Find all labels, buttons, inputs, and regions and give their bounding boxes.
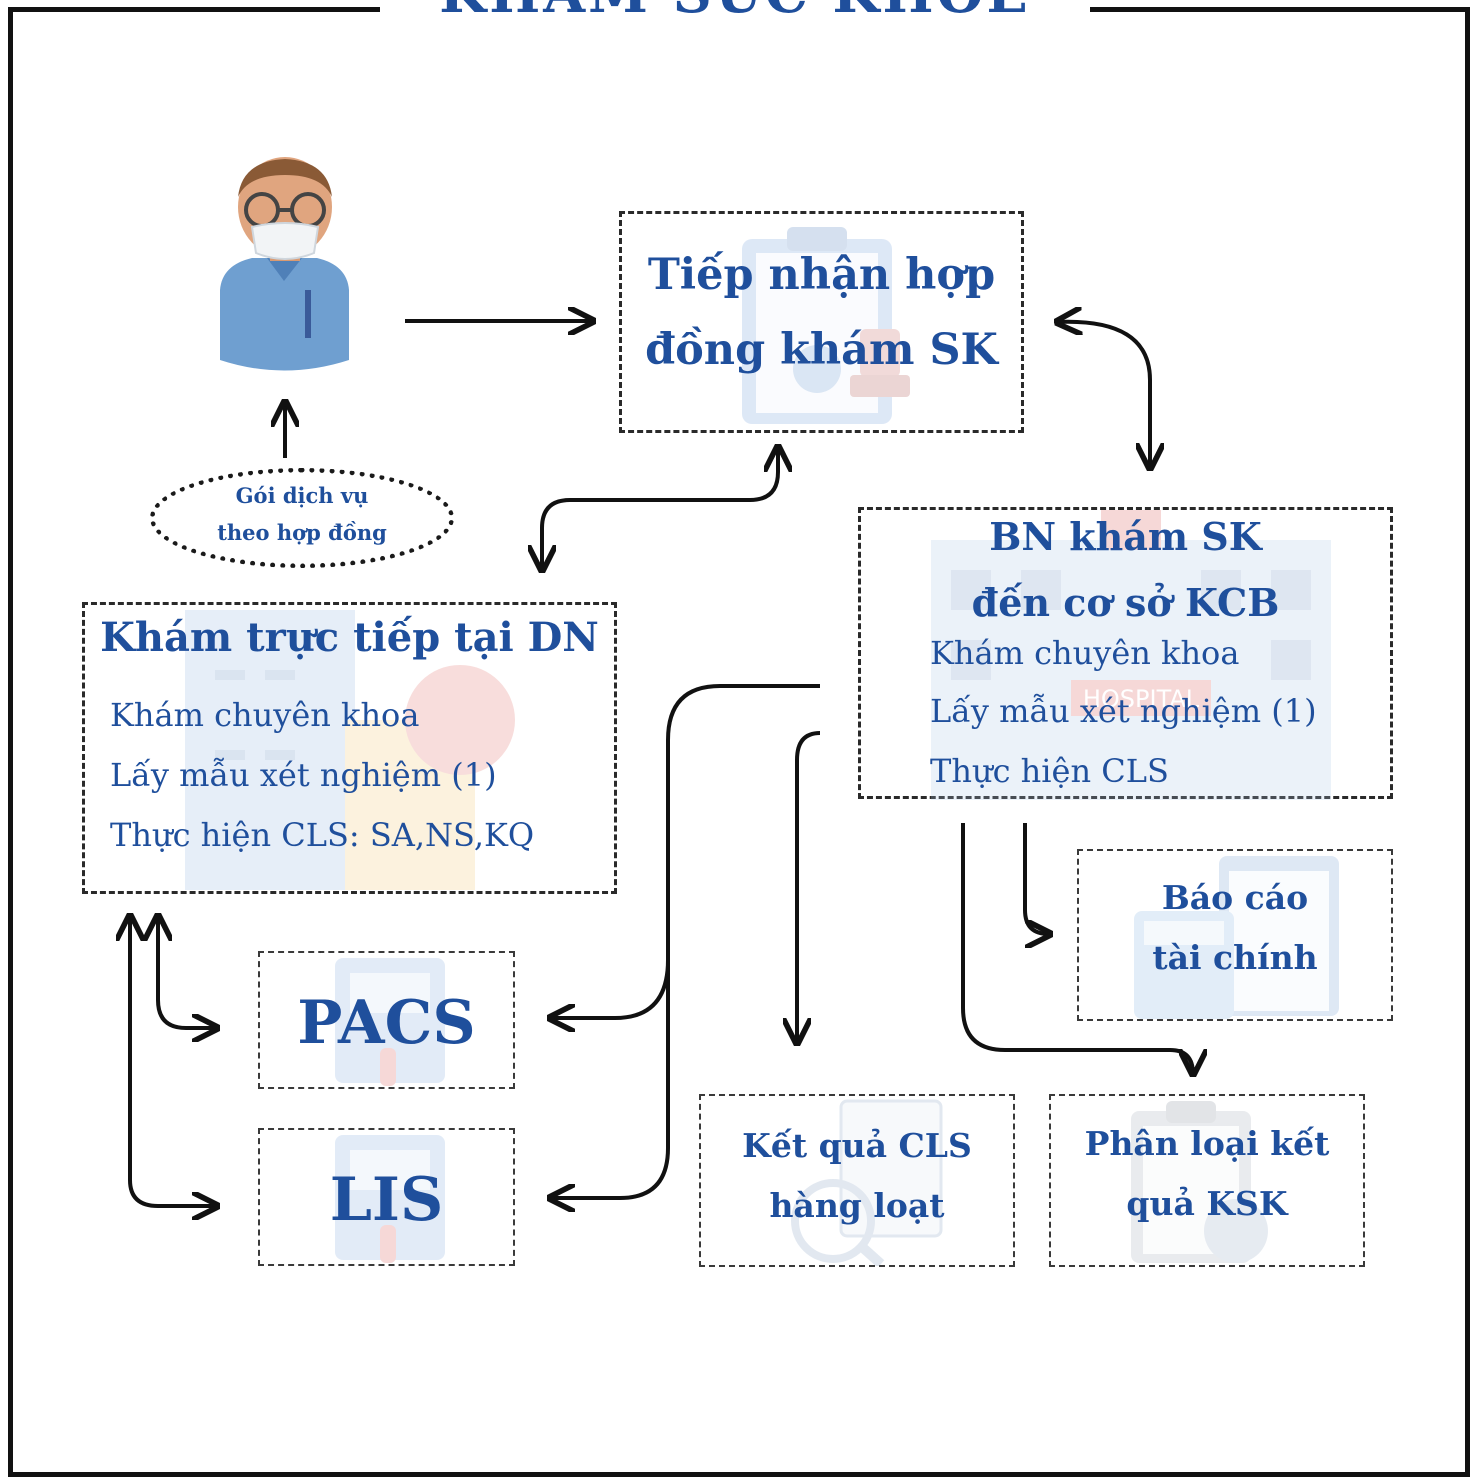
onsite-item-specialty: Khám chuyên khoa — [110, 696, 420, 734]
facility-item-cls: Thực hiện CLS — [930, 752, 1169, 790]
package-label-line2: theo hợp đồng — [217, 520, 387, 545]
onsite-item-cls: Thực hiện CLS: SA,NS,KQ — [110, 816, 535, 854]
finance-report-line1: Báo cáo — [1161, 878, 1309, 917]
batch-cls-results-line2: hàng loạt — [769, 1186, 945, 1225]
contract-title-line2: đồng khám SK — [645, 325, 998, 375]
arrow-branch-to-pacs — [550, 959, 670, 1018]
arrow-onsite-to-lis — [130, 916, 217, 1206]
facility-item-lab-sample: Lấy mẫu xét nghiệm (1) — [930, 692, 1317, 730]
service-package-ellipse — [150, 468, 454, 568]
onsite-title: Khám trực tiếp tại DN — [100, 614, 599, 661]
arrow-contract-facility — [1057, 322, 1150, 468]
arrow-facility-to-pacs-lis — [550, 684, 820, 1198]
arrow-contract-onsite — [542, 447, 778, 570]
onsite-item-lab-sample: Lấy mẫu xét nghiệm (1) — [110, 756, 497, 794]
ksk-classification-line2: quả KSK — [1126, 1184, 1288, 1223]
arrow-onsite-to-pacs — [158, 916, 217, 1028]
facility-item-specialty: Khám chuyên khoa — [930, 634, 1240, 672]
ksk-classification-line1: Phân loại kết — [1084, 1124, 1330, 1163]
package-label-line1: Gói dịch vụ — [235, 483, 369, 508]
finance-report-line2: tài chính — [1152, 938, 1318, 977]
page-title: KHÁM SỨC KHỎE — [380, 0, 1090, 28]
person-with-mask-icon — [220, 157, 349, 371]
lis-label: LIS — [329, 1165, 444, 1235]
facility-title-line2: đến cơ sở KCB — [971, 580, 1280, 625]
batch-cls-results-line1: Kết quả CLS — [742, 1126, 972, 1165]
arrow-facility-to-finance — [1023, 823, 1050, 934]
arrow-facility-to-classification — [961, 823, 1193, 1074]
arrow-facility-to-results — [797, 731, 821, 1043]
pacs-label: PACS — [297, 988, 476, 1058]
facility-title-line1: BN khám SK — [989, 514, 1262, 559]
contract-title-line1: Tiếp nhận hợp — [647, 250, 996, 300]
